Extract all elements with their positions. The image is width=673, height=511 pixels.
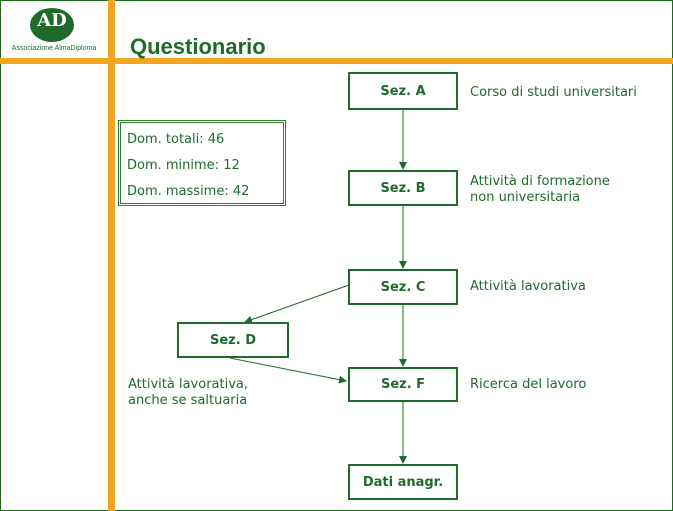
- logo: AD Associazione AlmaDiploma: [0, 0, 108, 58]
- section-f-box: Sez. F: [348, 367, 458, 402]
- stat-min: Dom. minime: 12: [127, 158, 240, 173]
- section-d-desc: Attività lavorativa, anche se saltuaria: [128, 377, 249, 408]
- stat-max: Dom. massime: 42: [127, 184, 250, 199]
- section-c-box: Sez. C: [348, 269, 458, 305]
- arrow-d-f: [229, 357, 347, 384]
- personal-data-box: Dati anagr.: [348, 464, 458, 500]
- logo-badge: [30, 8, 74, 42]
- section-c-desc: Attività lavorativa: [470, 279, 586, 294]
- section-d-box: Sez. D: [177, 322, 289, 358]
- logo-mark: AD: [37, 10, 67, 31]
- question-stats-box: Dom. totali: 46 Dom. minime: 12 Dom. mas…: [118, 120, 286, 206]
- section-b-desc: Attività di formazione non universitaria: [470, 174, 610, 205]
- section-a-desc: Corso di studi universitari: [470, 85, 637, 100]
- section-a-box: Sez. A: [348, 72, 458, 110]
- logo-subtitle: Associazione AlmaDiploma: [11, 45, 97, 52]
- accent-vertical-bar: [108, 0, 115, 511]
- accent-horizontal-bar: [0, 58, 673, 64]
- stat-total: Dom. totali: 46: [127, 132, 225, 147]
- section-f-desc: Ricerca del lavoro: [470, 377, 587, 392]
- arrow-c-d: [244, 284, 350, 324]
- page-title: Questionario: [130, 34, 266, 59]
- section-b-box: Sez. B: [348, 170, 458, 206]
